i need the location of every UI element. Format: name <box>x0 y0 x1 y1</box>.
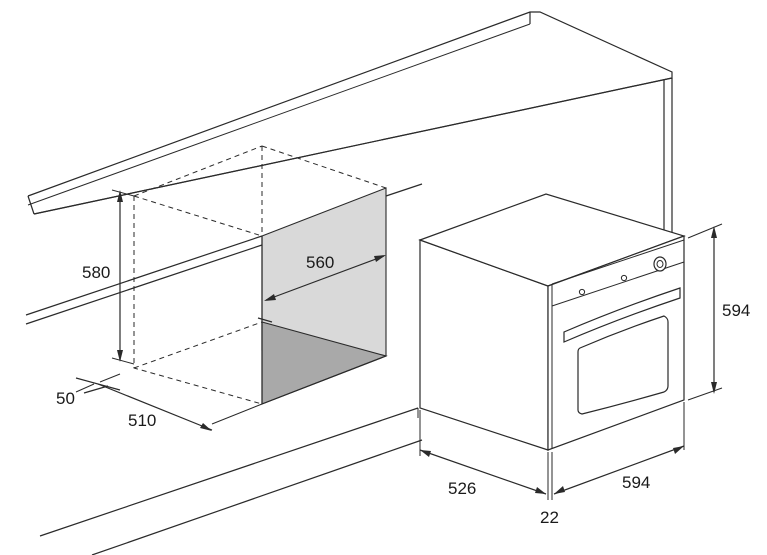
indicator-light-icon <box>620 274 628 282</box>
dimension-label-oven-depth: 526 <box>448 479 476 498</box>
dimension-cavity-height: 580 <box>82 189 135 365</box>
dimension-label-cavity-height: 580 <box>82 263 110 282</box>
dimension-label-cavity-depth: 510 <box>128 411 156 430</box>
dimension-label-oven-height: 594 <box>722 301 750 320</box>
oven <box>418 193 686 451</box>
dimension-label-cavity-offset: 50 <box>56 389 75 408</box>
cabinet-rail <box>25 183 423 555</box>
oven-door-window <box>577 315 669 415</box>
dimension-cavity-depth: 50 510 <box>56 373 263 431</box>
control-knob-icon <box>653 256 667 272</box>
cavity <box>133 145 388 405</box>
dimension-label-cavity-width: 560 <box>306 253 334 272</box>
oven-door-handle <box>563 287 681 343</box>
dimension-label-oven-width: 594 <box>622 473 650 492</box>
dimension-cavity-width: 560 <box>264 253 386 301</box>
indicator-light-icon <box>578 288 586 296</box>
dimension-label-door-thickness: 22 <box>540 508 559 527</box>
dimension-oven-base: 526 594 22 <box>419 402 685 527</box>
countertop <box>27 11 673 236</box>
dimension-oven-height: 594 <box>687 223 750 401</box>
